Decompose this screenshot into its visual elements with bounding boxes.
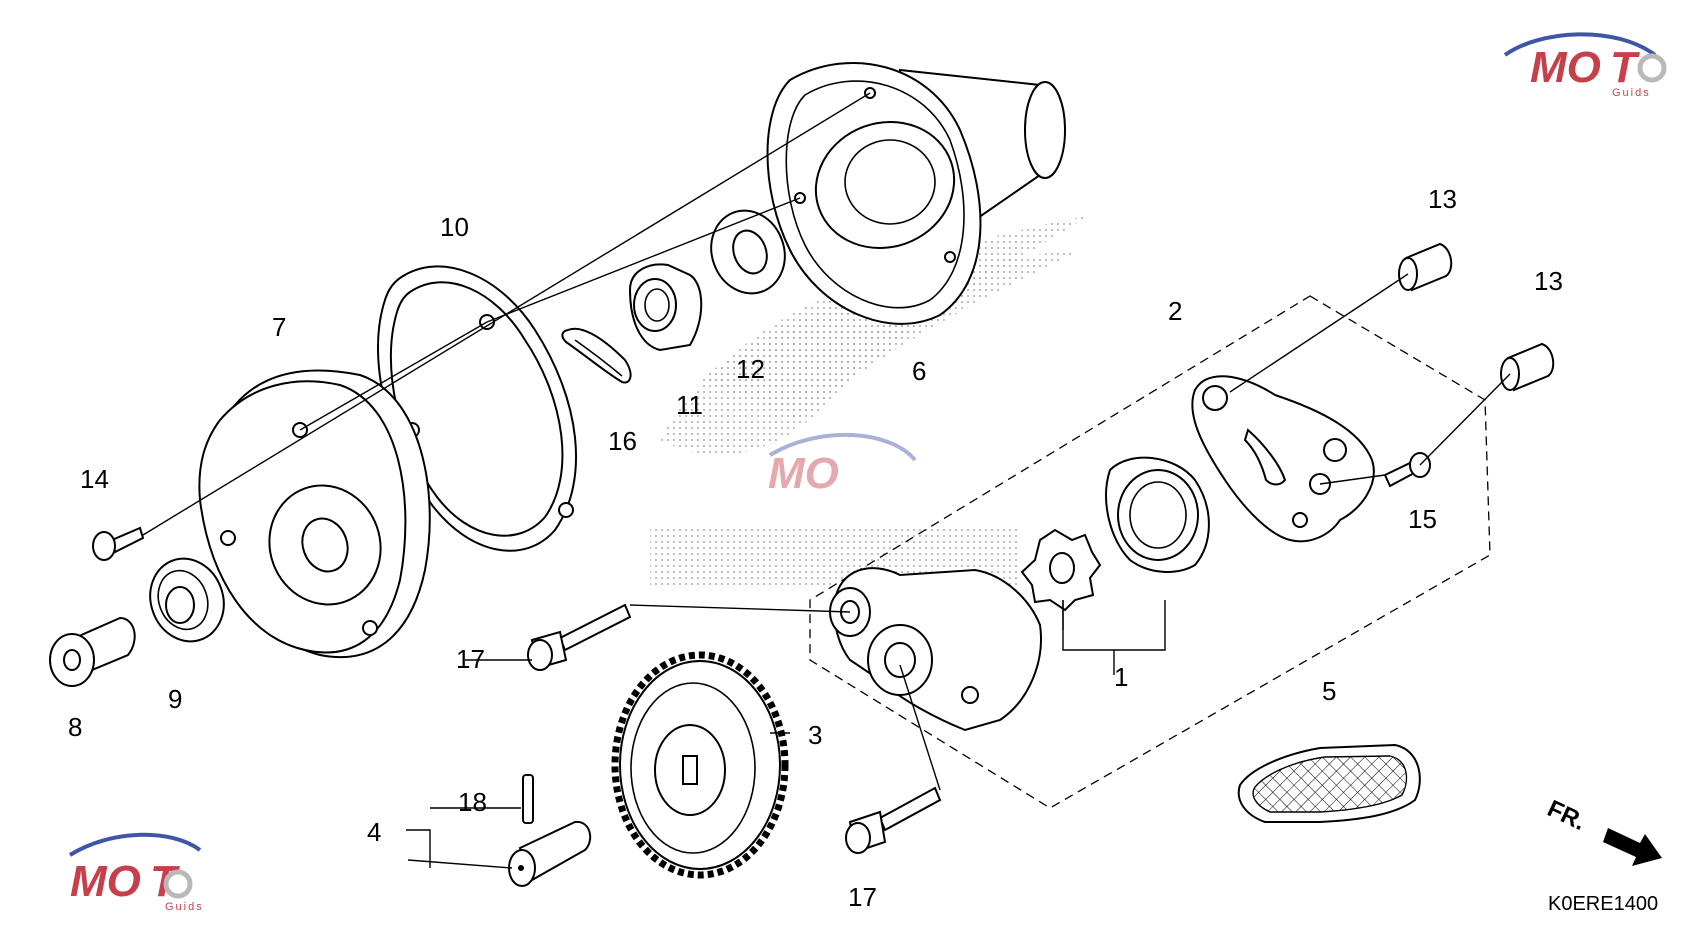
part-18-pin[interactable]	[522, 774, 534, 824]
part-12-washer[interactable]	[700, 200, 796, 304]
callout-8: 8	[68, 712, 82, 742]
svg-text:Guids: Guids	[165, 901, 204, 913]
part-13-dowel-lower[interactable]	[1500, 342, 1555, 392]
svg-text:MO: MO	[70, 857, 141, 906]
watermark-bottom-left: MO T Guids	[68, 832, 204, 913]
callout-12: 12	[736, 354, 765, 384]
part-3-driven-gear[interactable]	[611, 651, 789, 879]
part-6-pump-housing[interactable]	[766, 61, 1066, 325]
callout-13-upper: 13	[1428, 184, 1457, 214]
callouts: 1 2 3 4 5 6 7 8 9 10 11 12 13 13 14 15 1…	[68, 184, 1563, 912]
background-logo	[650, 215, 1090, 585]
svg-text:MO: MO	[768, 449, 839, 498]
watermark-center: MO	[768, 432, 917, 498]
callout-1: 1	[1114, 662, 1128, 692]
part-8-bushing[interactable]	[49, 616, 136, 687]
front-arrow-icon	[1603, 828, 1662, 866]
callout-2: 2	[1168, 296, 1182, 326]
callout-10: 10	[440, 212, 469, 242]
callout-13-lower: 13	[1534, 266, 1563, 296]
part-13-dowel-upper[interactable]	[1398, 242, 1453, 292]
svg-text:T: T	[1610, 43, 1640, 92]
part-9-seal[interactable]	[139, 548, 235, 652]
svg-text:Guids: Guids	[1612, 87, 1651, 99]
part-7-pump-cover[interactable]	[198, 369, 431, 659]
part-1-inner-rotor[interactable]	[1020, 528, 1102, 612]
callout-5: 5	[1322, 676, 1336, 706]
callout-18: 18	[458, 787, 487, 817]
part-17-bolt-upper[interactable]	[527, 603, 632, 671]
callout-4: 4	[367, 817, 381, 847]
gear-icon	[1637, 53, 1667, 83]
front-label: FR.	[1543, 795, 1589, 836]
part-4-shaft[interactable]	[508, 820, 592, 887]
callout-14: 14	[80, 464, 109, 494]
svg-text:MO: MO	[1530, 43, 1601, 92]
part-5-oil-strainer[interactable]	[1237, 743, 1421, 823]
callout-3: 3	[808, 720, 822, 750]
callout-11: 11	[676, 390, 703, 420]
part-11-nut[interactable]	[628, 263, 703, 352]
callout-6: 6	[912, 356, 926, 386]
watermark-top-right: MO T Guids	[1503, 32, 1667, 99]
part-2-pump-plate[interactable]	[1191, 375, 1375, 543]
front-direction-marker: FR.	[1543, 795, 1662, 866]
part-2-pump-body[interactable]	[829, 567, 1042, 732]
part-17-bolt-lower[interactable]	[845, 786, 942, 854]
part-14-screw[interactable]	[92, 526, 145, 561]
part-15-screw[interactable]	[1383, 452, 1431, 488]
part-16-clip[interactable]	[561, 327, 632, 384]
callout-15: 15	[1408, 504, 1437, 534]
callout-9: 9	[168, 684, 182, 714]
leader-lines	[142, 92, 1511, 869]
part-1-outer-rotor[interactable]	[1105, 456, 1210, 573]
diagram-code: K0ERE1400	[1548, 893, 1658, 915]
callout-16: 16	[608, 426, 637, 456]
callout-17-lower: 17	[848, 882, 877, 912]
callout-7: 7	[272, 312, 286, 342]
gear-icon	[163, 869, 193, 899]
callout-17-upper: 17	[456, 644, 485, 674]
